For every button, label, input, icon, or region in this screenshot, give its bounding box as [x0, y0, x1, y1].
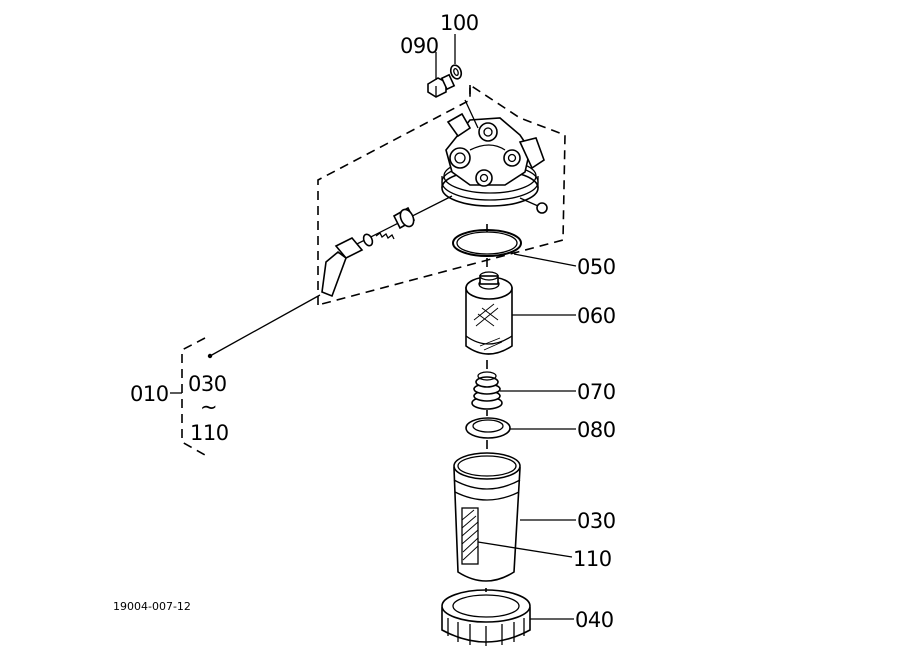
label-assembly-tilde: ~	[200, 395, 217, 419]
filter-cup-030	[453, 452, 521, 582]
label-060: 060	[577, 304, 616, 328]
leader-lines	[435, 34, 577, 620]
label-070: 070	[577, 380, 616, 404]
ring-080	[465, 417, 511, 439]
label-050: 050	[577, 255, 616, 279]
label-100: 100	[440, 11, 479, 35]
cock-assembly	[321, 195, 453, 298]
label-assembly-010: 010	[130, 382, 169, 406]
spring-070	[471, 371, 503, 410]
filter-element-060	[465, 271, 513, 355]
washer-100	[449, 64, 463, 80]
bleed-screw	[519, 197, 548, 214]
label-030: 030	[577, 509, 616, 533]
bolt-090	[427, 73, 456, 98]
label-assembly-030: 030	[188, 372, 227, 396]
o-ring-050	[452, 229, 522, 257]
label-110: 110	[573, 547, 612, 571]
label-040: 040	[575, 608, 614, 632]
label-assembly-110: 110	[190, 421, 229, 445]
assembly-bracket	[170, 294, 321, 456]
filter-head	[441, 99, 545, 207]
centre-axis	[485, 224, 488, 592]
assembly-boundary	[317, 83, 566, 306]
label-080: 080	[577, 418, 616, 442]
drawing-code: 19004-007-12	[113, 600, 191, 613]
ring-nut-040	[441, 589, 531, 646]
label-090: 090	[400, 34, 439, 58]
